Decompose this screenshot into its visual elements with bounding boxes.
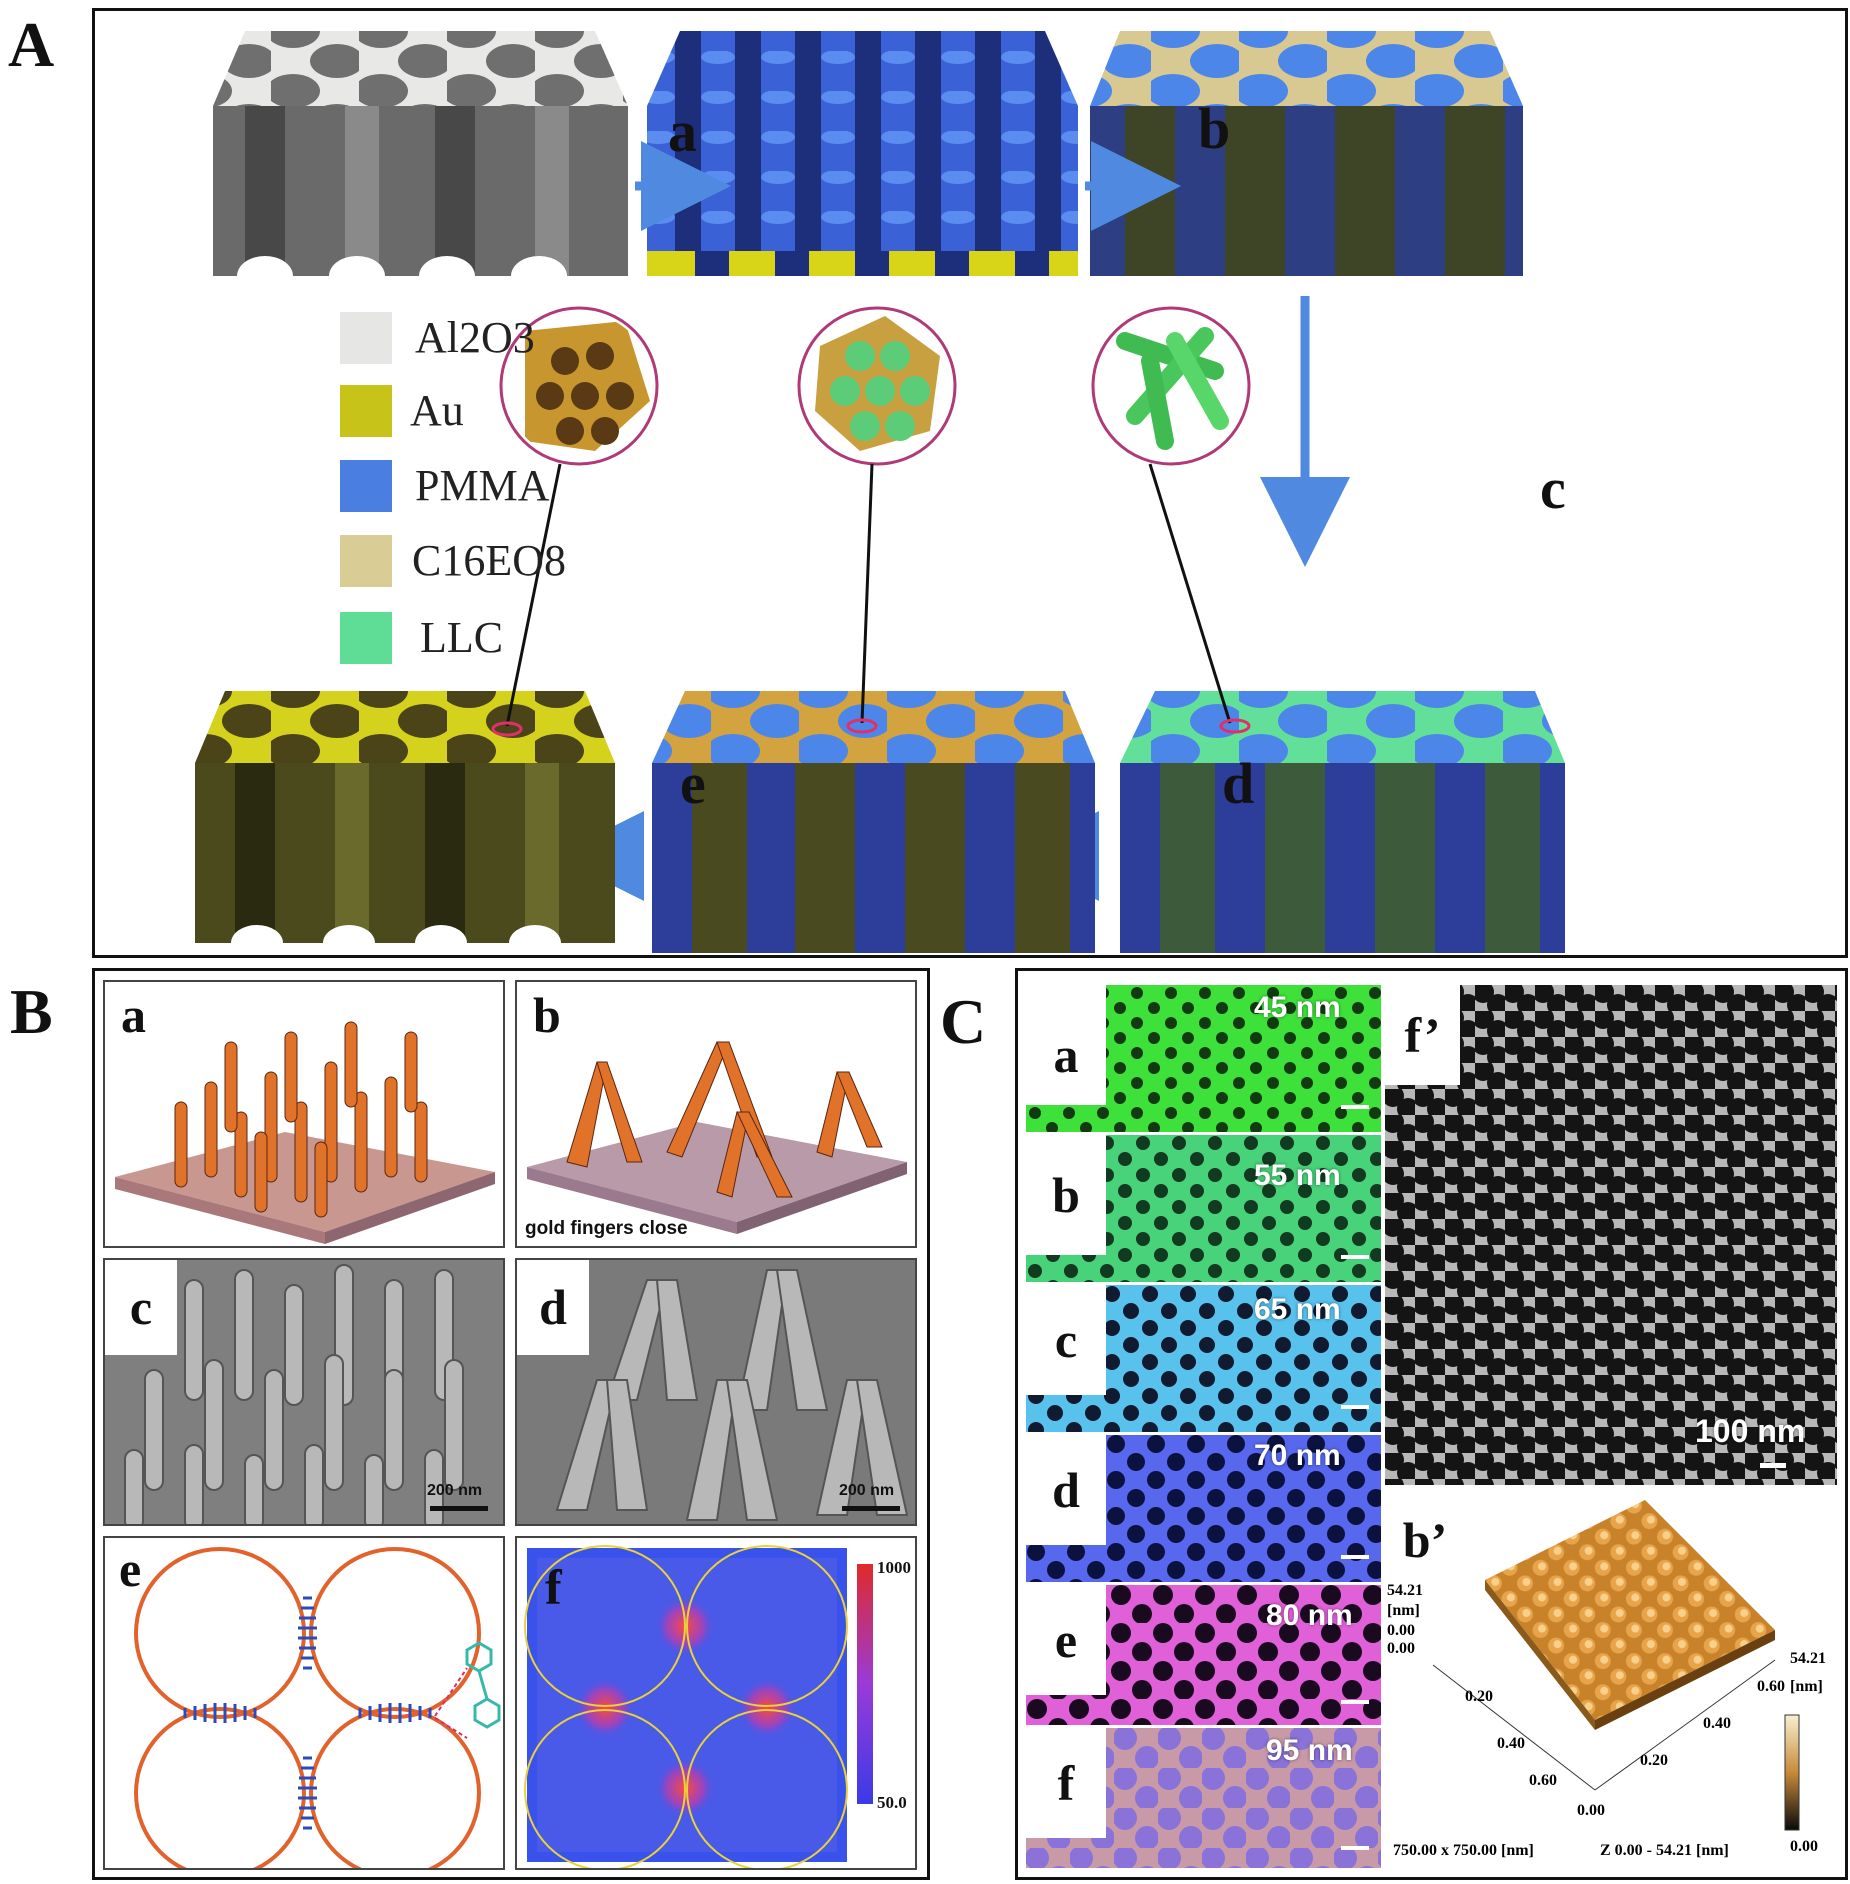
panel-b-e-letter: e (119, 1541, 142, 1597)
afm-xtick-1: 0.20 (1465, 1688, 1493, 1705)
magnifier-llc-rods (1091, 306, 1251, 734)
strip-f-size: 95 nm (1266, 1734, 1353, 1767)
afm-zmax: 54.21 (1387, 1582, 1423, 1599)
block-au-honeycomb (195, 691, 615, 955)
scale-label-c: 200 nm (427, 1482, 483, 1499)
panel-b-c: c 200 nm (103, 1258, 505, 1526)
afm-zunit: [nm] (1387, 1602, 1420, 1619)
strip-d-size: 70 nm (1254, 1439, 1341, 1472)
afm-footer-left: 750.00 x 750.00 [nm] (1393, 1842, 1534, 1859)
legend-swatch-pmma (340, 460, 392, 512)
panel-b-f-letter: f (545, 1559, 562, 1615)
strip-a-letter: a (1026, 985, 1106, 1105)
strip-b-size: 55 nm (1254, 1159, 1341, 1192)
afm-ytick-1: 0.20 (1640, 1752, 1668, 1769)
legend-label-c16eo8: C16EO8 (412, 536, 566, 585)
afm-zmin: 0.00 (1387, 1622, 1415, 1639)
afm-ytick-2: 0.40 (1703, 1715, 1731, 1732)
step-label-d: d (1222, 751, 1255, 816)
panel-b-b: b gold fingers close (515, 980, 917, 1248)
panel-b-d: d 200 nm (515, 1258, 917, 1526)
legend-label-llc: LLC (420, 613, 504, 662)
legend-label-pmma: PMMA (415, 461, 550, 510)
panel-b-letter: B (10, 976, 53, 1047)
step-label-a: a (668, 99, 697, 164)
strip-a: a 45 nm (1026, 985, 1381, 1132)
panel-c-f-prime: f’ 100 nm (1385, 985, 1837, 1485)
afm-ymax: 54.21 (1790, 1650, 1826, 1667)
afm-footer-right: Z 0.00 - 54.21 [nm] (1600, 1842, 1729, 1859)
magnifier-au (491, 306, 659, 737)
b-prime-letter: b’ (1402, 1512, 1448, 1568)
strip-d: d 70 nm (1026, 1435, 1381, 1582)
block-pmma-pillars (647, 31, 1078, 276)
panel-a-frame (92, 8, 1848, 958)
strip-d-letter: d (1026, 1435, 1106, 1545)
sem-pore-array (1385, 985, 1837, 1485)
block-au-filled (652, 691, 1095, 953)
legend-label-al2o3: Al2O3 (415, 313, 535, 362)
strip-c-size: 65 nm (1254, 1293, 1341, 1326)
strip-f-letter: f (1026, 1728, 1106, 1838)
step-label-e: e (680, 751, 706, 816)
strip-e-letter: e (1026, 1585, 1106, 1695)
panel-a-schematic (195, 31, 1565, 955)
field-enhancement-map (524, 1545, 873, 1868)
afm-xtick-2: 0.40 (1497, 1735, 1525, 1752)
panel-c-letter: C (940, 986, 987, 1057)
dimer-schematic (134, 1547, 501, 1868)
strip-b: b 55 nm (1026, 1135, 1381, 1282)
panel-b-frame (92, 968, 930, 1880)
afm-yunit: [nm] (1790, 1678, 1823, 1695)
colorbar-max: 1000 (877, 1558, 911, 1577)
panel-a-letter: A (8, 9, 55, 80)
f-prime-letter: f’ (1385, 985, 1460, 1085)
strip-c-letter: c (1026, 1285, 1106, 1395)
afm-origin: 0.00 (1577, 1802, 1605, 1819)
legend-swatch-c16eo8 (340, 535, 392, 587)
magnifier-orange-filled (797, 306, 957, 734)
panel-b-b-letter: b (525, 986, 569, 1044)
strip-f: f 95 nm (1026, 1728, 1381, 1868)
panel-b-a: a (103, 980, 505, 1248)
afm-xtick-3: 0.60 (1529, 1772, 1557, 1789)
gold-fingers-caption: gold fingers close (525, 1218, 688, 1239)
nanopillar-schematic (115, 1021, 495, 1244)
panel-b-a-letter: a (113, 986, 154, 1044)
step-label-c: c (1540, 456, 1566, 521)
panel-b-e: e (103, 1536, 505, 1870)
step-label-b: b (1198, 96, 1231, 161)
block-llc (1120, 691, 1565, 953)
afm-bar-bottom: 0.00 (1790, 1838, 1818, 1855)
afm-x-zero: 0.00 (1387, 1640, 1415, 1657)
legend-label-au: Au (410, 386, 464, 435)
block-alumina (213, 31, 628, 296)
legend-swatch-al2o3 (340, 312, 392, 364)
panel-b-d-letter: d (517, 1260, 589, 1355)
panel-b-c-letter: c (105, 1260, 177, 1355)
strip-e-size: 80 nm (1266, 1599, 1353, 1632)
strip-b-letter: b (1026, 1135, 1106, 1255)
colorbar-min: 50.0 (877, 1793, 907, 1812)
afm-3d-surface (1432, 1500, 1800, 1831)
panel-c-b-prime: b’ 54.21 [nm] 0.00 0.00 0.20 0.40 0.60 0… (1385, 1490, 1837, 1870)
f-prime-scale: 100 nm (1695, 1413, 1806, 1449)
collapsed-pillar-schematic (527, 1041, 907, 1234)
afm-ytick-3: 0.60 (1757, 1678, 1785, 1695)
strip-c: c 65 nm (1026, 1285, 1381, 1432)
panel-c-frame (1015, 968, 1848, 1880)
scale-label-d: 200 nm (839, 1482, 895, 1499)
strip-e: e 80 nm (1026, 1585, 1381, 1725)
legend-swatch-llc (340, 612, 392, 664)
strip-a-size: 45 nm (1254, 991, 1341, 1024)
legend-swatch-au (340, 385, 392, 437)
panel-b-f: f 1000 50.0 (515, 1536, 917, 1870)
block-c16eo8 (1090, 31, 1523, 276)
